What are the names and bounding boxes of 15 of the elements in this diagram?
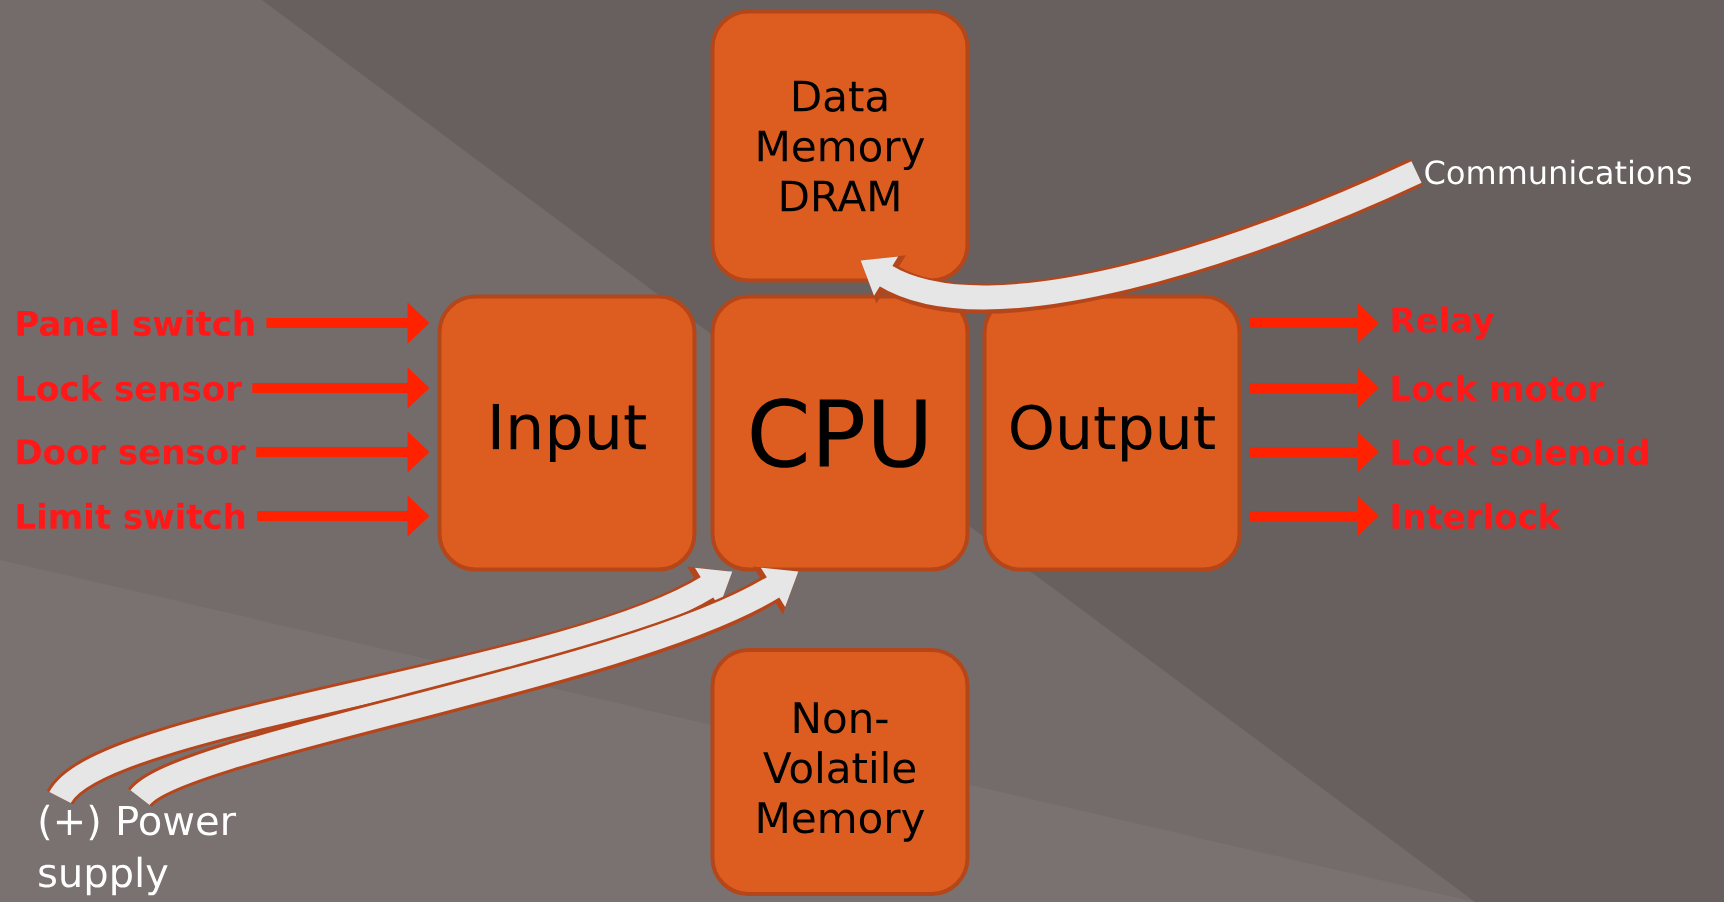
device-label: Relay — [1392, 306, 1494, 340]
device-label: Limit switch — [17, 502, 245, 530]
process-box: Input — [437, 294, 697, 572]
power-label: (+) Power supply — [39, 804, 237, 896]
device-label: Lock motor — [1392, 374, 1605, 402]
process-box: Output — [982, 294, 1242, 572]
process-box: Data Memory DRAM — [710, 9, 970, 283]
device-label: Door sensor — [17, 439, 246, 465]
device-label: Interlock — [1392, 502, 1561, 530]
device-label: Panel switch — [17, 309, 254, 337]
label-text: Communications — [1425, 159, 1691, 185]
process-box: CPU — [710, 294, 970, 572]
process-box: Non-Volatile Memory — [710, 648, 970, 896]
device-label: Lock solenoid — [1392, 438, 1649, 466]
device-label: Lock sensor — [17, 374, 242, 402]
